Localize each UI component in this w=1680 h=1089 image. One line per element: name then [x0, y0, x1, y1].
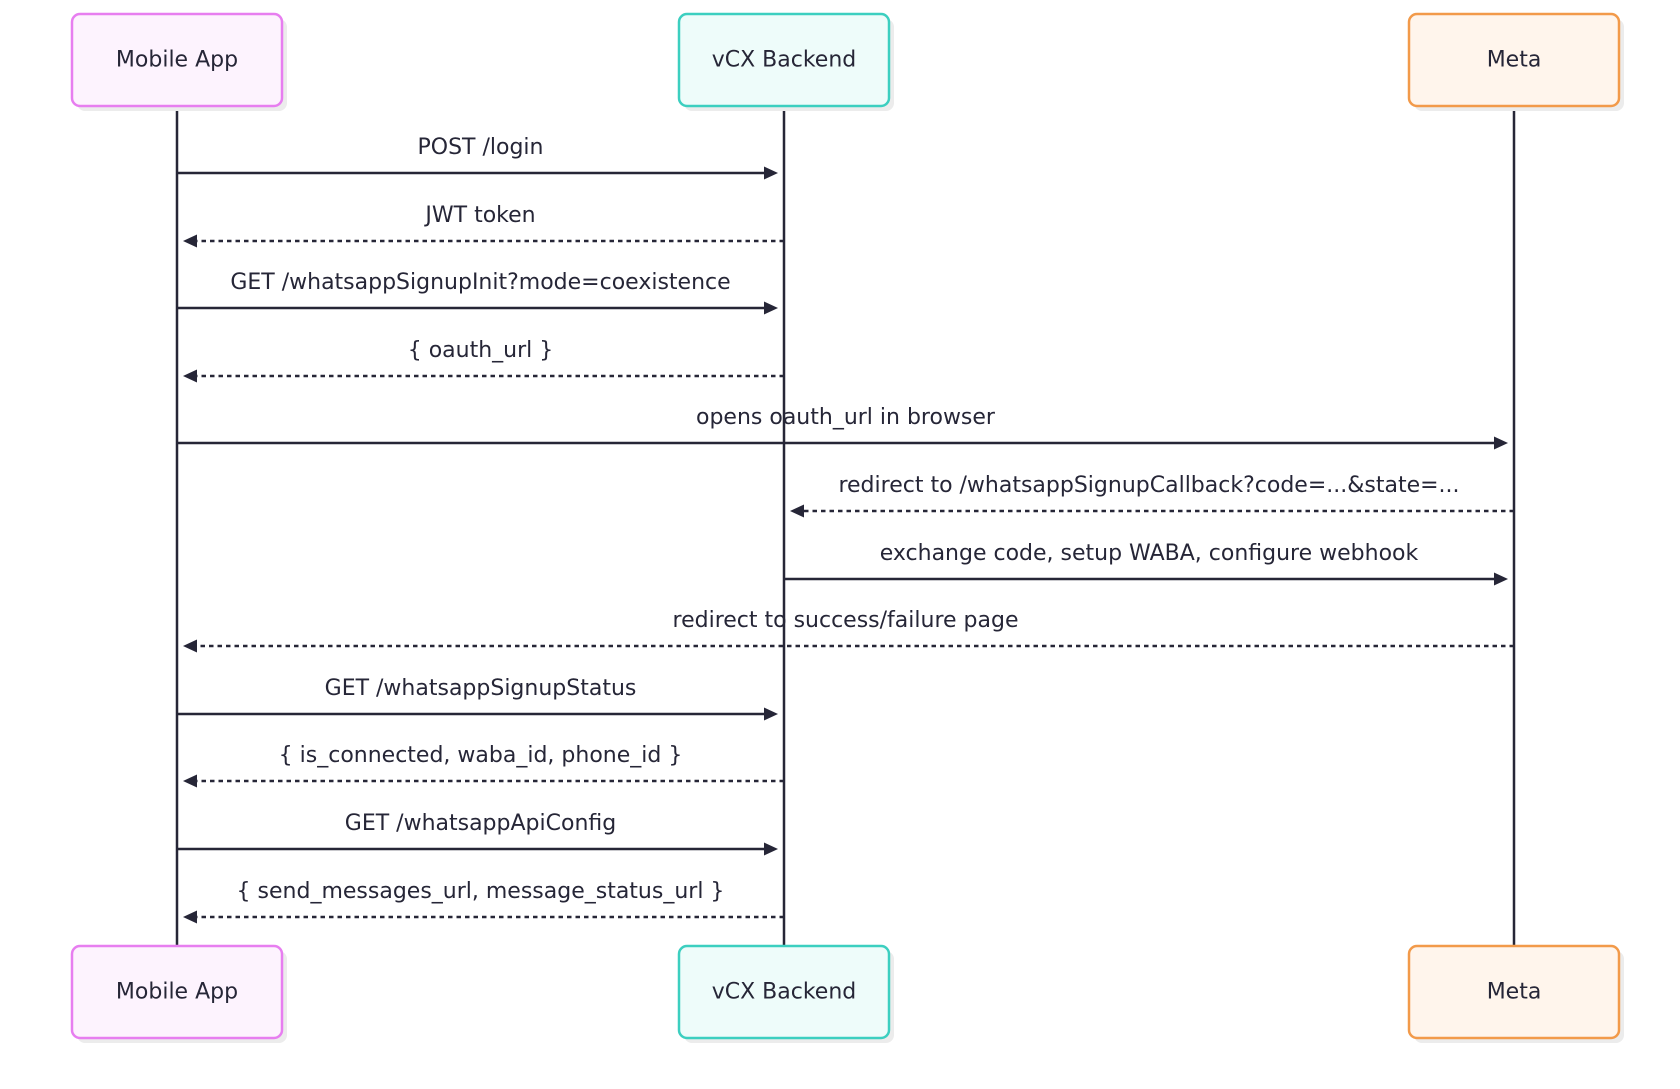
arrowhead-icon	[790, 504, 804, 518]
message-12: { send_messages_url, message_status_url …	[183, 879, 784, 924]
message-11: GET /whatsappApiConfig	[177, 811, 778, 856]
message-6: redirect to /whatsappSignupCallback?code…	[790, 473, 1514, 518]
participant-label: vCX Backend	[712, 980, 857, 1005]
message-4: { oauth_url }	[183, 338, 784, 383]
participant-box	[70, 944, 284, 1040]
participant-box	[1407, 944, 1621, 1040]
message-label: exchange code, setup WABA, configure web…	[880, 541, 1419, 566]
participant-box	[677, 944, 891, 1040]
participant-meta-bottom: Meta	[1407, 944, 1624, 1043]
lifelines	[175, 106, 1516, 946]
participant-meta-top: Meta	[1407, 12, 1624, 111]
message-10: { is_connected, waba_id, phone_id }	[183, 743, 784, 788]
message-label: GET /whatsappSignupStatus	[325, 676, 637, 701]
message-2: JWT token	[183, 203, 784, 248]
participant-backend-top: vCX Backend	[677, 12, 894, 111]
participant-label: Mobile App	[116, 48, 238, 73]
participant-label: vCX Backend	[712, 48, 857, 73]
participant-box	[677, 12, 891, 108]
participant-label: Mobile App	[116, 980, 238, 1005]
message-label: GET /whatsappSignupInit?mode=coexistence	[230, 270, 730, 295]
arrowhead-icon	[183, 774, 197, 788]
message-label: redirect to /whatsappSignupCallback?code…	[838, 473, 1459, 498]
participants-bottom: Mobile App vCX Backend Meta	[70, 944, 1624, 1043]
arrowhead-icon	[764, 166, 778, 180]
participant-box	[1407, 12, 1621, 108]
participant-mobile-top: Mobile App	[70, 12, 287, 111]
message-5: opens oauth_url in browser	[177, 405, 1508, 450]
message-label: { is_connected, waba_id, phone_id }	[279, 743, 683, 768]
arrowhead-icon	[764, 301, 778, 315]
message-7: exchange code, setup WABA, configure web…	[784, 541, 1508, 586]
message-label: redirect to success/failure page	[673, 608, 1019, 633]
message-label: GET /whatsappApiConfig	[345, 811, 616, 836]
message-label: JWT token	[423, 203, 535, 228]
arrowhead-icon	[764, 707, 778, 721]
participants-top: Mobile App vCX Backend Meta	[70, 12, 1624, 111]
message-8: redirect to success/failure page	[183, 608, 1514, 653]
arrowhead-icon	[183, 234, 197, 248]
arrowhead-icon	[183, 910, 197, 924]
message-3: GET /whatsappSignupInit?mode=coexistence	[177, 270, 778, 315]
arrowhead-icon	[183, 639, 197, 653]
participant-backend-bottom: vCX Backend	[677, 944, 894, 1043]
message-1: POST /login	[177, 135, 778, 180]
arrowhead-icon	[1494, 436, 1508, 450]
arrowhead-icon	[183, 369, 197, 383]
message-9: GET /whatsappSignupStatus	[177, 676, 778, 721]
participant-box	[70, 12, 284, 108]
message-label: opens oauth_url in browser	[696, 405, 996, 430]
participant-label: Meta	[1487, 980, 1542, 1005]
arrowhead-icon	[764, 842, 778, 856]
participant-label: Meta	[1487, 48, 1542, 73]
arrowhead-icon	[1494, 572, 1508, 586]
message-label: { oauth_url }	[408, 338, 554, 363]
message-label: POST /login	[418, 135, 544, 160]
participant-mobile-bottom: Mobile App	[70, 944, 287, 1043]
message-label: { send_messages_url, message_status_url …	[237, 879, 725, 904]
